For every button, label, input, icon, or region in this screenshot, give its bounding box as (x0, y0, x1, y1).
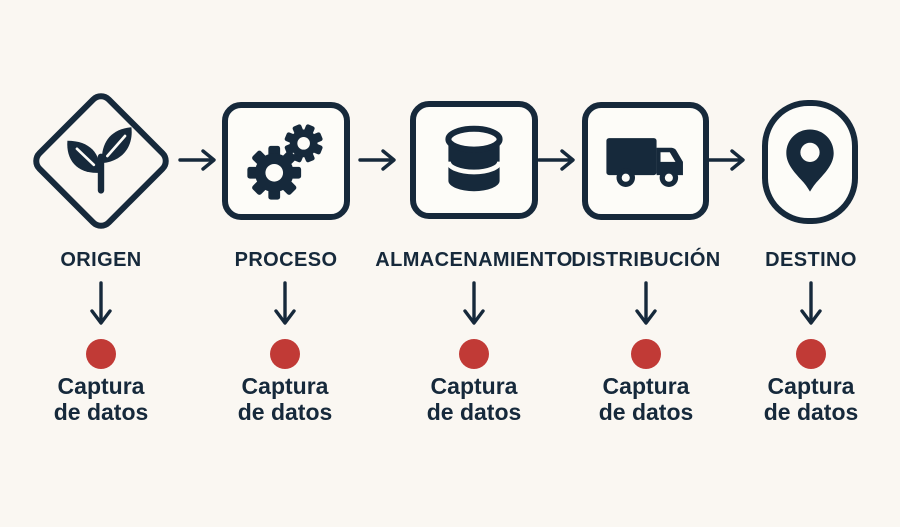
down-arrow-icon (90, 281, 112, 325)
capture-caption: Captura de datos (764, 373, 859, 425)
plant-sprout-icon (67, 127, 132, 194)
down-arrow-icon (635, 281, 657, 325)
stage-label-distribucion: DISTRIBUCIÓN (571, 249, 721, 271)
red-dot (270, 339, 300, 369)
stage-label-origen: ORIGEN (60, 249, 142, 271)
right-arrow-icon (537, 149, 575, 171)
capture-line-1: Captura (241, 373, 329, 399)
red-dot (86, 339, 116, 369)
capture-caption: Captura de datos (238, 373, 333, 425)
red-dot (459, 339, 489, 369)
capture-caption: Captura de datos (54, 373, 149, 425)
capture-line-2: de datos (598, 399, 694, 425)
database-icon (445, 125, 503, 192)
capture-line-2: de datos (426, 399, 522, 425)
capture-caption: Captura de datos (427, 373, 522, 425)
capture-line-1: Captura (57, 373, 145, 399)
down-arrow-icon (274, 281, 296, 325)
right-arrow-icon (358, 149, 396, 171)
capture-line-1: Captura (430, 373, 518, 399)
capture-line-1: Captura (767, 373, 855, 399)
stage-label-proceso: PROCESO (234, 249, 338, 271)
stage-label-destino: DESTINO (765, 249, 857, 271)
capture-caption: Captura de datos (599, 373, 694, 425)
capture-line-1: Captura (602, 373, 690, 399)
gears-icon (247, 124, 323, 200)
capture-line-2: de datos (237, 399, 333, 425)
down-arrow-icon (463, 281, 485, 325)
capture-line-2: de datos (53, 399, 149, 425)
red-dot (631, 339, 661, 369)
down-arrow-icon (800, 281, 822, 325)
right-arrow-icon (178, 149, 216, 171)
capture-line-2: de datos (763, 399, 859, 425)
delivery-truck-icon (606, 138, 683, 187)
stage-label-almacenamiento: ALMACENAMIENTO (375, 249, 573, 271)
red-dot (796, 339, 826, 369)
stage-shape-proceso (222, 102, 350, 220)
right-arrow-icon (707, 149, 745, 171)
map-pin-icon (786, 129, 834, 192)
